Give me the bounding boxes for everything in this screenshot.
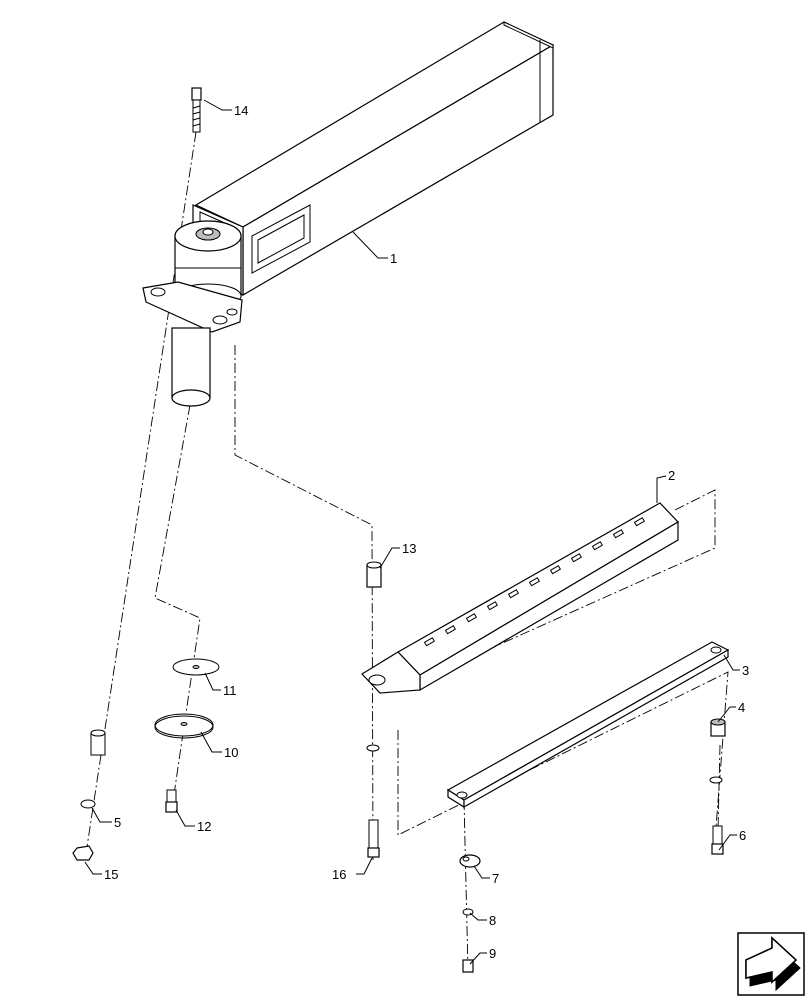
callout-15: 15 bbox=[104, 867, 118, 882]
part-3-flat-bar bbox=[446, 641, 730, 809]
callout-1: 1 bbox=[390, 251, 397, 266]
callout-8: 8 bbox=[489, 913, 496, 928]
part-10-disc bbox=[154, 713, 214, 739]
part-6-bolt bbox=[711, 825, 724, 855]
callout-6: 6 bbox=[739, 828, 746, 843]
part-2-slotted-channel bbox=[361, 502, 679, 694]
part-1-arm-assembly bbox=[142, 21, 555, 407]
callout-2: 2 bbox=[668, 468, 675, 483]
callout-7: 7 bbox=[492, 871, 499, 886]
part-4-spacer bbox=[710, 718, 726, 737]
part-11-washer bbox=[172, 658, 220, 676]
callout-14: 14 bbox=[234, 103, 248, 118]
callout-3: 3 bbox=[742, 663, 749, 678]
callout-13: 13 bbox=[402, 541, 416, 556]
callout-5: 5 bbox=[114, 815, 121, 830]
part-9-bolt bbox=[462, 959, 474, 973]
part-7-clip bbox=[459, 854, 481, 868]
part-4-washer bbox=[709, 776, 723, 784]
callout-10: 10 bbox=[224, 745, 238, 760]
part-12-bolt bbox=[165, 789, 178, 813]
callout-11: 11 bbox=[223, 683, 237, 698]
part-15-nut bbox=[72, 845, 94, 861]
part-5-spacer bbox=[90, 729, 106, 756]
callout-16: 16 bbox=[332, 867, 346, 882]
callout-labels: 1 2 3 4 5 6 7 8 9 10 11 12 13 14 15 16 bbox=[104, 103, 749, 961]
callout-leaders bbox=[84, 99, 740, 965]
callout-12: 12 bbox=[197, 819, 211, 834]
part-14-bolt bbox=[191, 87, 202, 133]
part-16-bolt bbox=[366, 744, 380, 858]
part-5-washer bbox=[80, 799, 96, 809]
callout-4: 4 bbox=[738, 700, 745, 715]
part-13-spacer bbox=[366, 561, 382, 588]
channel-slots bbox=[423, 517, 646, 647]
next-page-arrow-icon[interactable] bbox=[737, 932, 805, 996]
callout-9: 9 bbox=[489, 946, 496, 961]
